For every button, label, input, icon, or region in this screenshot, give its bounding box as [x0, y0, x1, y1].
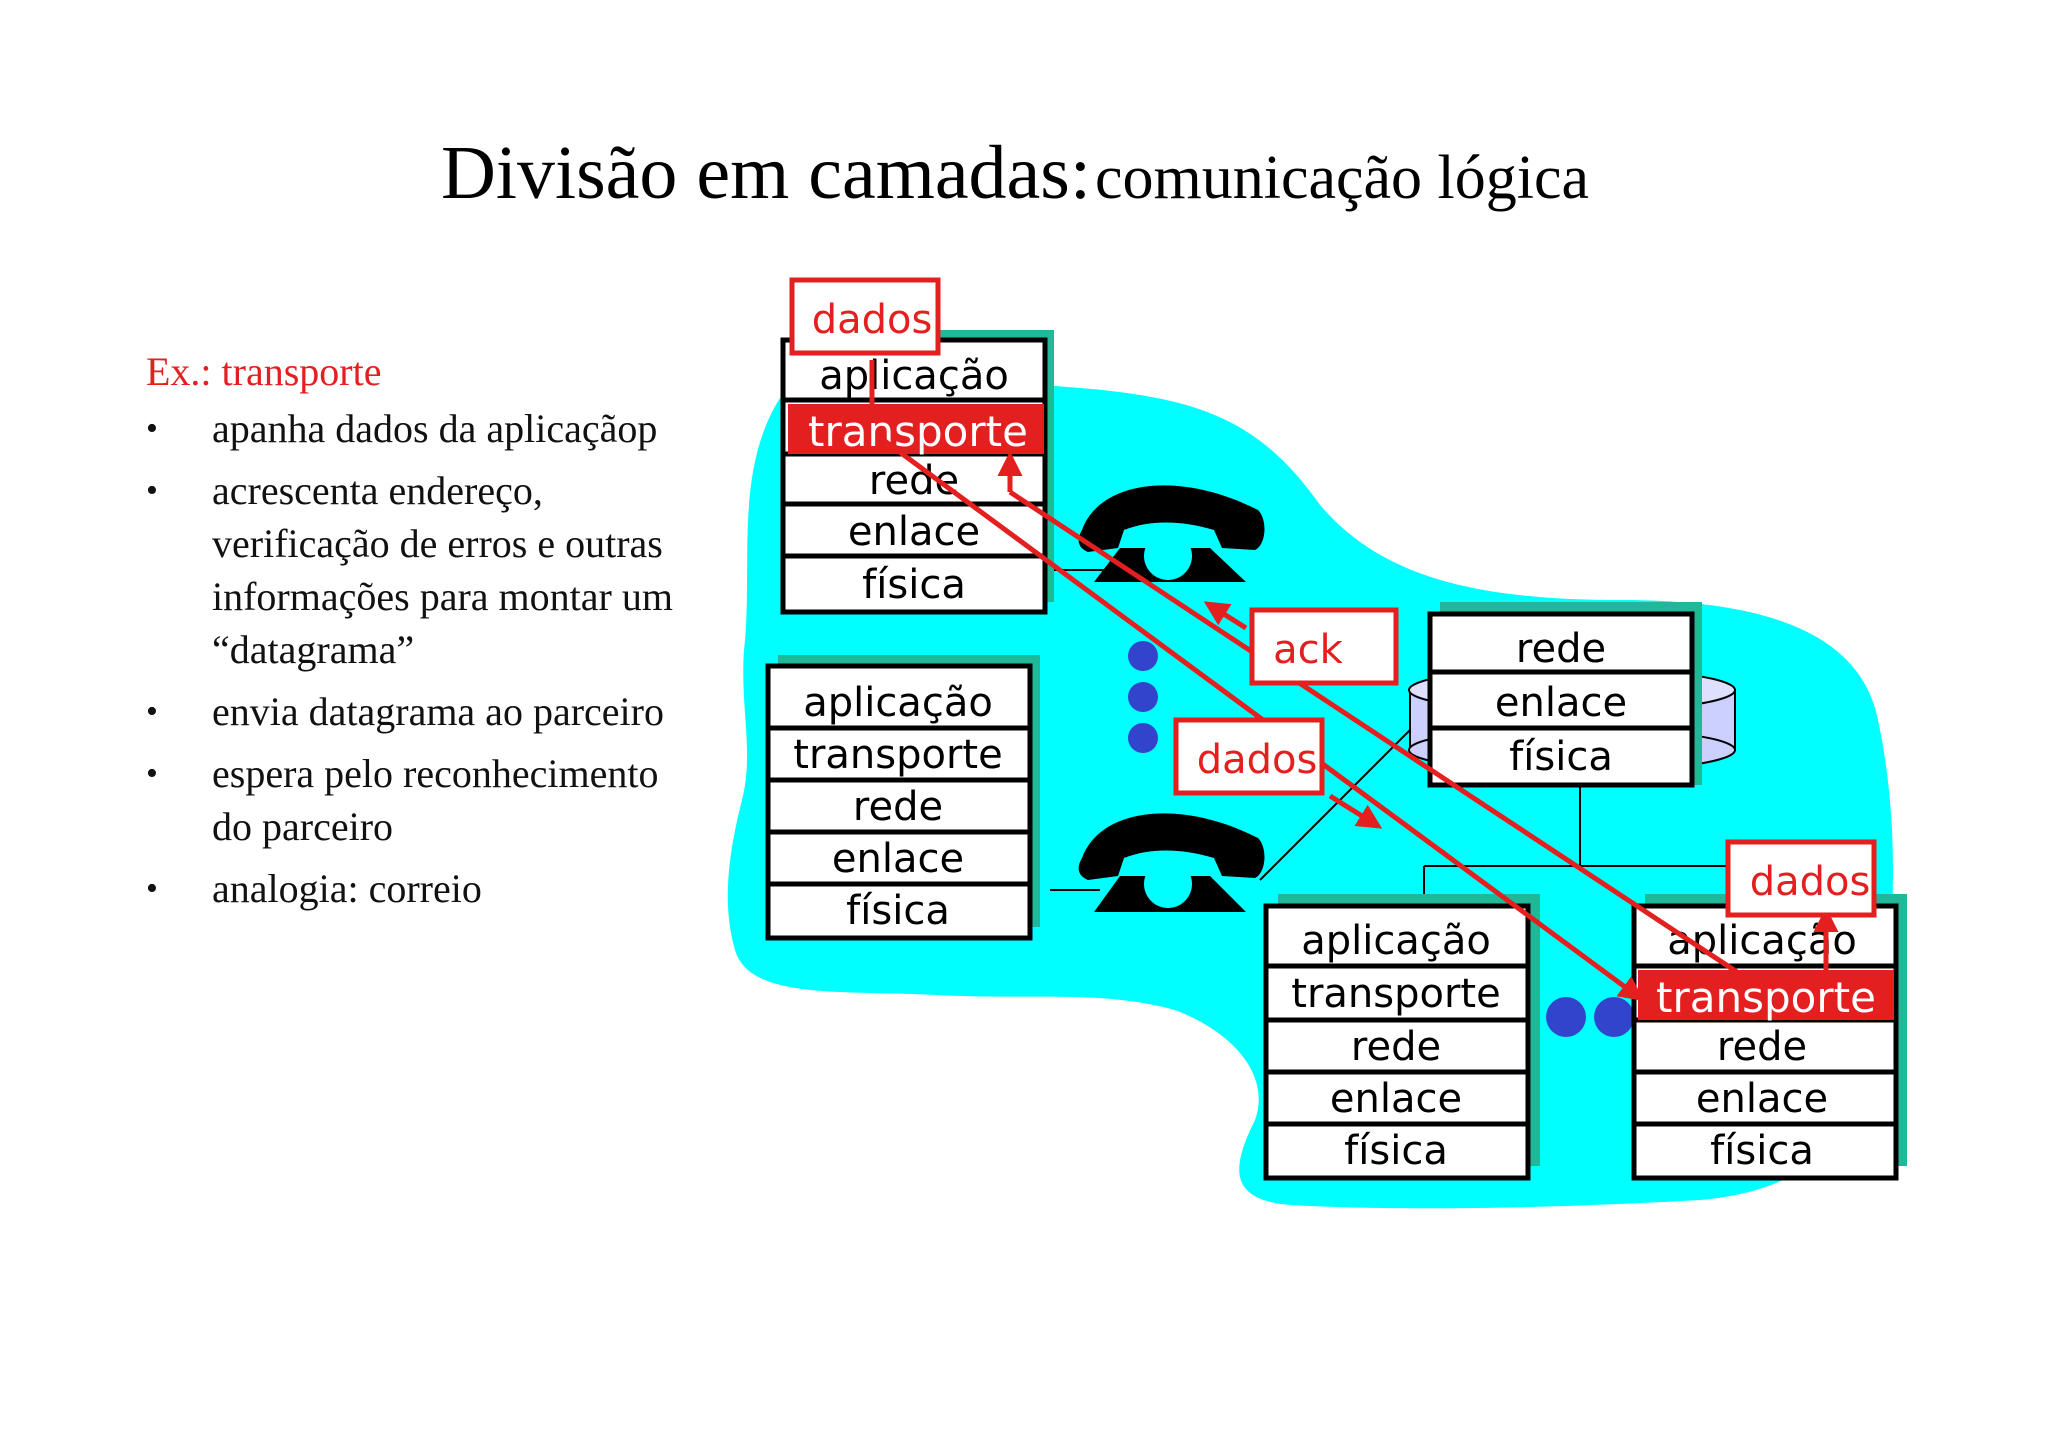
label-data-top: dados — [789, 277, 941, 356]
svg-text:dados: dados — [1197, 737, 1318, 783]
layer-transport: transporte — [1291, 971, 1500, 1017]
bullet-item: espera pelo reconhecimento do parceiro — [146, 747, 706, 853]
protocol-stack-router: rede enlace física — [1427, 602, 1702, 788]
layer-app: aplicação — [803, 680, 993, 726]
telephone-icon — [1078, 485, 1265, 582]
dot — [1128, 641, 1158, 671]
layer-link: enlace — [832, 836, 964, 882]
data-small-arrow — [1328, 793, 1383, 829]
dot — [1128, 682, 1158, 712]
layer-app: aplicação — [1301, 918, 1491, 964]
layer-link: enlace — [1330, 1076, 1462, 1122]
layer-link: enlace — [1696, 1076, 1828, 1122]
layer-network: rede — [1717, 1024, 1807, 1070]
ack-flow-arrow — [1008, 489, 1742, 977]
layer-physical: física — [1509, 734, 1613, 780]
slide-title: Divisão em camadas: comunicação lógica — [0, 130, 2030, 217]
layer-physical: física — [1344, 1128, 1448, 1174]
ellipsis-dots — [1128, 641, 1634, 1037]
layer-network: rede — [853, 784, 943, 830]
dot — [1546, 997, 1586, 1037]
layer-link: enlace — [1495, 680, 1627, 726]
bullet-item: analogia: correio — [146, 862, 706, 915]
layer-network: rede — [869, 458, 959, 504]
protocol-stack-host-1: aplicação transporte rede enlace física — [780, 330, 1054, 615]
layer-link: enlace — [848, 509, 980, 555]
label-data-mid: dados — [1173, 717, 1325, 796]
label-ack: ack — [1249, 607, 1399, 686]
layer-transport-active: transporte — [808, 407, 1028, 456]
bullet-item: acrescenta endereço, verificação de erro… — [146, 464, 706, 676]
layer-transport-active: transporte — [1656, 973, 1876, 1022]
logical-arrows — [869, 360, 1839, 1001]
telephone-icon — [1078, 813, 1265, 912]
data-flow-arrow — [876, 433, 1645, 1001]
layer-app: aplicação — [819, 353, 1009, 399]
layer-network: rede — [1351, 1024, 1441, 1070]
title-main: Divisão em camadas: — [440, 131, 1091, 215]
layer-transport: transporte — [793, 732, 1002, 778]
label-data-right: dados — [1725, 839, 1877, 918]
bullet-list: apanha dados da aplicaçãop acrescenta en… — [146, 402, 706, 915]
svg-text:ack: ack — [1273, 627, 1344, 673]
protocol-stack-host-5: aplicação transporte rede enlace física — [1631, 894, 1907, 1181]
svg-text:dados: dados — [1750, 859, 1871, 905]
title-sub: comunicação lógica — [1094, 144, 1590, 212]
protocol-stack-host-2: aplicação transporte rede enlace física — [765, 655, 1040, 941]
dot — [1594, 997, 1634, 1037]
layer-network: rede — [1516, 626, 1606, 672]
bullet-item: envia datagrama ao parceiro — [146, 685, 706, 738]
ack-small-arrow — [1203, 601, 1248, 631]
bullet-item: apanha dados da aplicaçãop — [146, 402, 706, 455]
layer-physical: física — [1710, 1128, 1814, 1174]
svg-text:dados: dados — [812, 297, 933, 343]
example-heading: Ex.: transporte — [146, 349, 382, 394]
dot — [1128, 723, 1158, 753]
layer-physical: física — [846, 888, 950, 934]
left-panel: Ex.: transporte apanha dados da aplicaçã… — [146, 345, 706, 924]
protocol-stack-host-4: aplicação transporte rede enlace física — [1263, 894, 1540, 1181]
layer-physical: física — [862, 562, 966, 608]
